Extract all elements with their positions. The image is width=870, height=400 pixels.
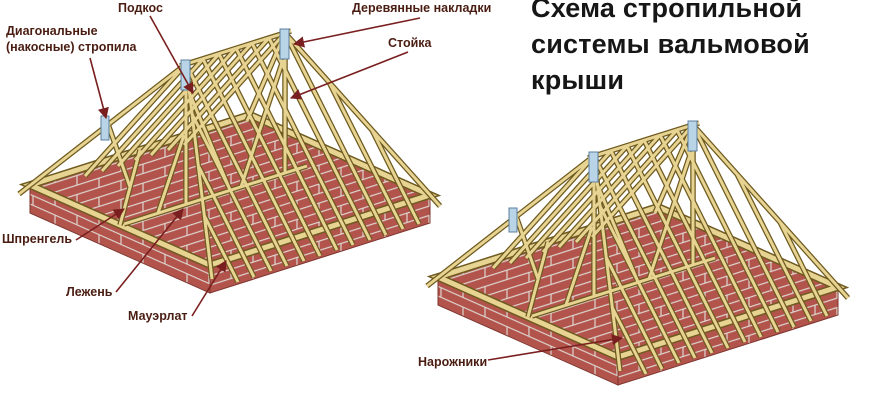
leader-shprengel bbox=[75, 208, 125, 241]
label-nakladki: Деревянные накладки bbox=[352, 1, 492, 15]
label-narozhniki: Нарожники bbox=[418, 355, 488, 369]
label-lezhen: Лежень bbox=[66, 285, 113, 299]
label-stoika: Стойка bbox=[388, 36, 432, 50]
hip-roof-frame-right bbox=[427, 121, 848, 385]
hip-roof-frame-left bbox=[19, 29, 440, 293]
diagram-title: Схема стропильной системы вальмовой крыш… bbox=[531, 0, 810, 95]
leader-diagonal bbox=[89, 57, 109, 120]
leader-lines bbox=[75, 15, 624, 361]
leader-mauerlat bbox=[191, 260, 227, 317]
leader-lezhen bbox=[115, 208, 184, 293]
leader-narozhniki bbox=[487, 334, 624, 361]
leader-nakladki bbox=[292, 17, 421, 48]
label-diagonal: Диагональные (накосные) стропила bbox=[6, 24, 137, 54]
label-shprengel: Шпренгель bbox=[2, 232, 73, 246]
leader-podkos bbox=[149, 15, 194, 94]
label-mauerlat: Мауэрлат bbox=[128, 309, 188, 323]
label-podkos: Подкос bbox=[118, 1, 163, 15]
leader-stoika bbox=[289, 51, 409, 100]
